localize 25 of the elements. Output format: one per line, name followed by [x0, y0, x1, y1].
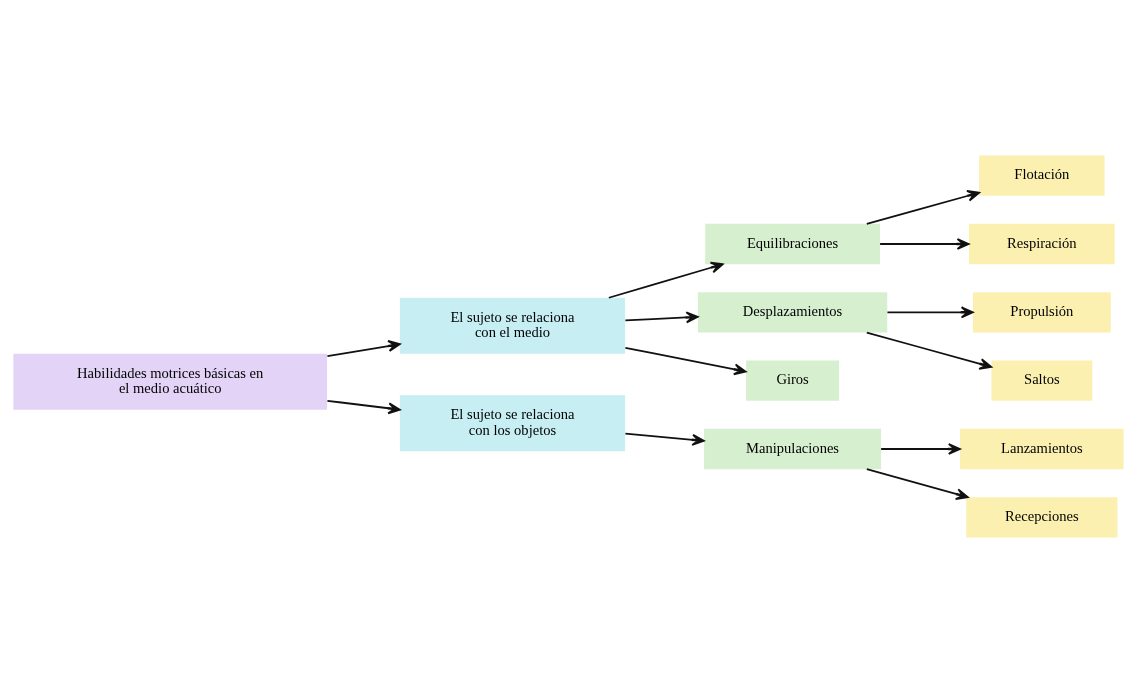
- arrow: [624, 310, 699, 323]
- node-box: Propulsión: [972, 291, 1111, 332]
- node-box: Giros: [746, 360, 840, 401]
- arrow: [865, 467, 969, 500]
- node-box: Saltos: [991, 360, 1093, 401]
- arrow: [607, 261, 724, 299]
- node-box: Manipulaciones: [704, 428, 882, 469]
- node-box: Respiración: [969, 223, 1115, 264]
- node-box: Habilidades motrices básicas en el medio acuático: [13, 353, 328, 410]
- arrow: [326, 339, 401, 357]
- arrow: [865, 189, 980, 225]
- arrow: [624, 432, 705, 446]
- arrow: [326, 399, 401, 414]
- arrow: [880, 442, 961, 455]
- node-box: Lanzamientos: [960, 428, 1124, 469]
- arrow: [624, 346, 747, 375]
- node-box: Flotación: [979, 155, 1105, 196]
- arrow: [886, 305, 974, 318]
- node-box: El sujeto se relaciona con los objetos: [399, 394, 626, 451]
- node-box: Recepciones: [966, 496, 1118, 537]
- arrow: [879, 237, 970, 250]
- node-box: Desplazamientos: [697, 291, 888, 332]
- arrow: [865, 331, 993, 370]
- node-box: Equilibraciones: [705, 223, 880, 264]
- node-box: El sujeto se relaciona con el medio: [399, 297, 626, 354]
